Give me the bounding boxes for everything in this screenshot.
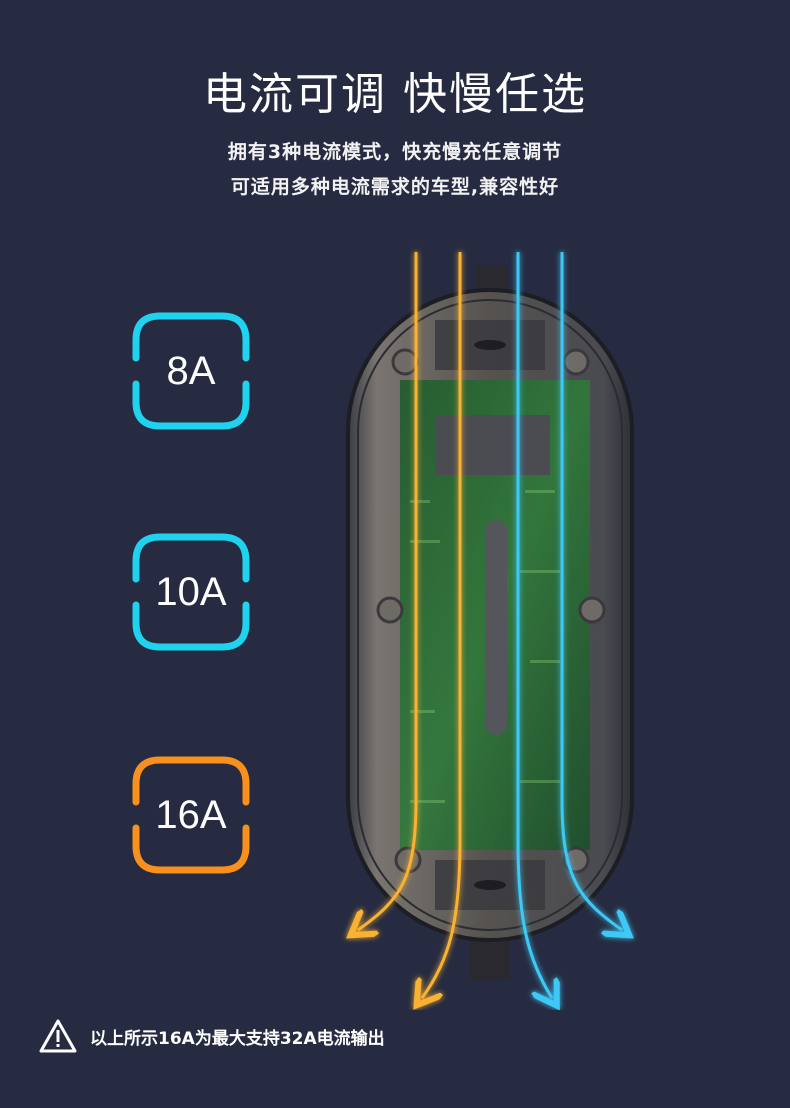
bracket-frame-icon	[132, 756, 250, 874]
footer-notice: 以上所示16A为最大支持32A电流输出	[38, 1018, 385, 1054]
current-mode-label: 16A	[155, 792, 227, 837]
current-mode-label: 8A	[166, 348, 216, 393]
current-mode-16a: 16A	[130, 754, 252, 876]
page-title: 电流可调 快慢任选	[203, 69, 587, 120]
footer-note-text: 以上所示16A为最大支持32A电流输出	[90, 1028, 385, 1049]
subtitle-line-2: 可适用多种电流需求的车型,兼容性好	[230, 176, 560, 198]
current-mode-10a: 10A	[130, 531, 252, 653]
subtitle-line-1: 拥有3种电流模式，快充慢充任意调节	[227, 141, 563, 163]
ev-charger-control-box-image	[340, 240, 640, 1010]
current-mode-label: 10A	[155, 569, 227, 614]
current-mode-8a: 8A	[130, 310, 252, 432]
warning-triangle-icon	[39, 1019, 77, 1053]
bracket-frame-icon	[132, 312, 250, 430]
bracket-frame-icon	[132, 533, 250, 651]
